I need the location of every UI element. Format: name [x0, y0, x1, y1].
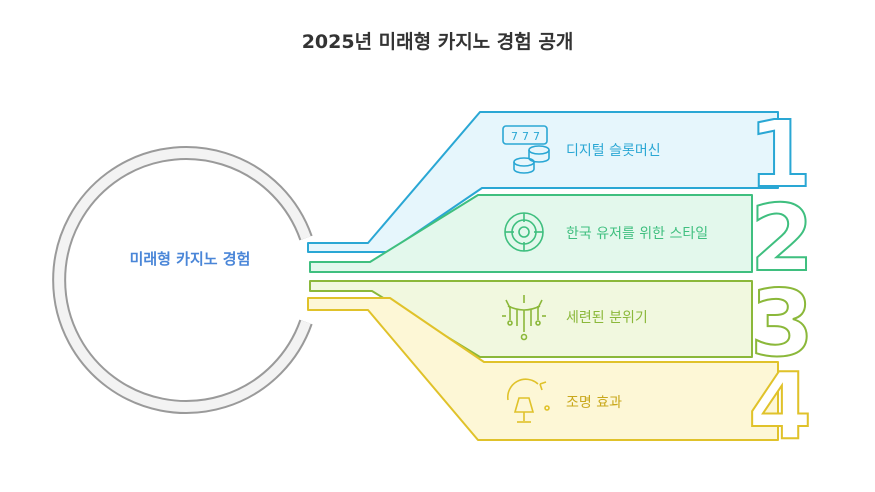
svg-text:7: 7 — [522, 130, 529, 143]
diagram-title: 2025년 미래형 카지노 경험 공개 — [301, 31, 574, 53]
center-label: 미래형 카지노 경험 — [129, 250, 251, 268]
band-3-number: 3 — [750, 270, 814, 377]
band-2: 2 — [309, 184, 815, 293]
target-icon — [504, 212, 544, 252]
band-1: 1 — [307, 100, 813, 253]
band-4: 4 — [307, 297, 813, 461]
item-label-4: 조명 효과 — [566, 395, 622, 411]
band-2-number: 2 — [750, 185, 814, 292]
item-label-3: 세련된 분위기 — [566, 310, 648, 326]
svg-text:7: 7 — [533, 130, 540, 143]
item-label-1: 디지털 슬롯머신 — [566, 143, 661, 159]
svg-text:7: 7 — [511, 130, 518, 143]
item-label-2: 한국 유저를 위한 스타일 — [566, 226, 709, 242]
center-ring — [52, 146, 313, 414]
lamp-icon — [506, 378, 550, 423]
slot-machine-icon: 7 7 7 — [502, 125, 550, 174]
band-1-number: 1 — [748, 101, 812, 208]
band-4-number: 4 — [748, 353, 812, 460]
chandelier-icon — [502, 295, 546, 341]
